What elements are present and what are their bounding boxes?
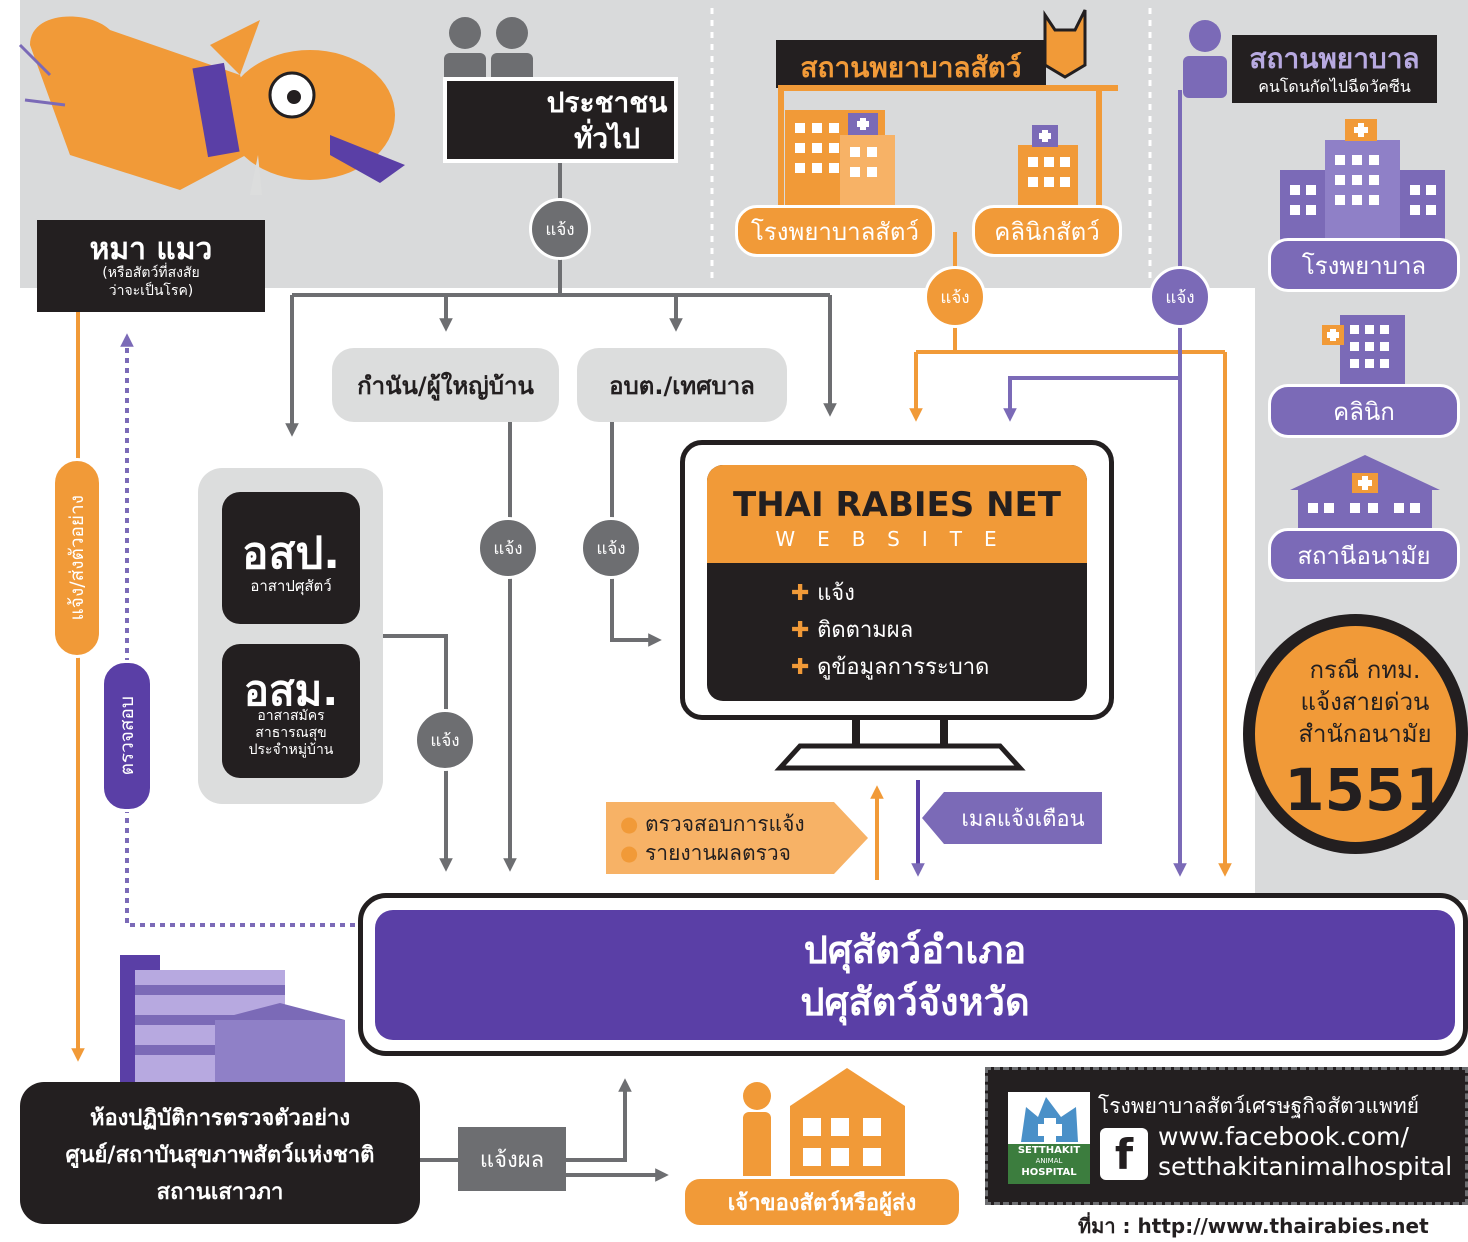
lab-building-icon — [120, 955, 345, 1085]
website-feature-item: ✚ แจ้ง — [791, 581, 855, 606]
report-badge-volunteer: แจ้ง — [414, 709, 476, 771]
email-alert-label: เมลแจ้งเตือน — [961, 806, 1085, 832]
website-feature-item: ✚ ดูข้อมูลการระบาด — [791, 655, 990, 680]
email-alert-box: เมลแจ้งเตือน — [922, 792, 1102, 844]
verify-item-1: ● ตรวจสอบการแจ้ง — [620, 812, 805, 836]
logo-text-3: ANIMAL — [1035, 1157, 1063, 1165]
facebook-icon: f — [1100, 1128, 1148, 1180]
oso-mo-abbr: อสม. — [243, 666, 339, 715]
bkk-line2: แจ้งสายด่วน — [1300, 688, 1430, 716]
report-result-label: แจ้งผล — [458, 1127, 566, 1191]
verify-item-2: ● รายงานผลตรวจ — [620, 841, 791, 865]
animal-box: หมา แมว (หรือสัตว์ที่สงสัย ว่าจะเป็นโรค) — [37, 220, 265, 312]
oso-mo-box: อสม. อาสาสมัคร สาธารณสุข ประจำหมู่บ้าน — [222, 644, 360, 778]
livestock-office-frame: ปศุสัตว์อำเภอ ปศุสัตว์จังหวัด — [358, 893, 1468, 1056]
animal-subtitle-line2: ว่าจะเป็นโรค) — [108, 283, 194, 299]
oso-mo-full-line2: สาธารณสุข — [255, 725, 327, 741]
logo-text-2: HOSPITAL — [1021, 1167, 1077, 1178]
report-badge-sao: แจ้ง — [580, 517, 642, 579]
oso-po-abbr: อสป. — [242, 528, 340, 579]
human-clinic-label: คลินิก — [1268, 384, 1460, 438]
credit-url-line1[interactable]: www.facebook.com/ — [1158, 1122, 1409, 1151]
livestock-line2: ปศุสัตว์จังหวัด — [800, 980, 1030, 1024]
person-icon — [1183, 20, 1227, 98]
report-badge-human: แจ้ง — [1149, 266, 1211, 328]
monitor-screen: THAI RABIES NET WEBSITE ✚ แจ้ง ✚ ติดตามผ… — [707, 465, 1087, 701]
credit-box: SETTHAKIT ANIMAL HOSPITAL โรงพยาบาลสัตว์… — [985, 1067, 1468, 1205]
clinic-building-icon — [1322, 315, 1405, 395]
website-title: THAI RABIES NET — [733, 485, 1061, 525]
report-badge-public: แจ้ง — [529, 198, 591, 260]
oso-po-full: อาสาปศุสัตว์ — [250, 577, 332, 595]
dog-cat-logo-icon — [1021, 1097, 1078, 1142]
public-line2: ทั่วไป — [573, 122, 641, 155]
plus-icon: ✚ — [791, 618, 818, 643]
website-header: THAI RABIES NET WEBSITE — [707, 465, 1087, 563]
sao-box: อบต./เทศบาล — [577, 348, 787, 422]
dog-silhouette-icon — [1043, 9, 1087, 79]
health-station-label: สถานีอนามัย — [1268, 528, 1460, 582]
vet-hospital-label: โรงพยาบาลสัตว์ — [735, 205, 935, 257]
credit-hospital-name: โรงพยาบาลสัตว์เศรษฐกิจสัตวแพทย์ — [1098, 1094, 1419, 1118]
bkk-line3: สำนักอนามัย — [1298, 720, 1432, 748]
report-send-sample-label: แจ้ง/ส่งตัวอย่าง — [52, 458, 102, 658]
hospital-building-icon — [1280, 119, 1445, 250]
oso-po-box: อสป. อาสาปศุสัตว์ — [222, 492, 360, 624]
human-group-title: สถานพยาบาล — [1249, 42, 1420, 75]
animal-subtitle-line1: (หรือสัตว์ที่สงสัย — [102, 265, 200, 281]
website-feature-item: ✚ ติดตามผล — [791, 618, 914, 643]
rabid-dog-icon — [18, 16, 405, 195]
report-badge-vet: แจ้ง — [924, 266, 986, 328]
credit-url-line2[interactable]: setthakitanimalhospital — [1158, 1152, 1453, 1181]
human-group-title-box: สถานพยาบาล คนโดนกัดไปฉีดวัคซีน — [1232, 35, 1437, 103]
public-box: ประชาชน ทั่วไป — [443, 77, 678, 163]
source-text[interactable]: ที่มา : http://www.thairabies.net — [1078, 1214, 1429, 1238]
inspect-label: ตรวจสอบ — [101, 660, 153, 812]
vet-clinic-label: คลินิกสัตว์ — [972, 205, 1122, 257]
livestock-office-box: ปศุสัตว์อำเภอ ปศุสัตว์จังหวัด — [375, 910, 1455, 1040]
owner-house-icon — [743, 1068, 905, 1183]
human-group-subtitle: คนโดนกัดไปฉีดวัคซีน — [1258, 77, 1411, 96]
bkk-hotline-number: 1551 — [1284, 756, 1446, 824]
lab-line2: ศูนย์/สถาบันสุขภาพสัตว์แห่งชาติ — [65, 1143, 375, 1168]
monitor-stand — [774, 718, 1026, 771]
oso-mo-full-line1: อาสาสมัคร — [257, 708, 325, 724]
lab-line1: ห้องปฏิบัติการตรวจตัวอย่าง — [89, 1106, 351, 1131]
website-features: ✚ แจ้ง ✚ ติดตามผล ✚ ดูข้อมูลการระบาด — [791, 575, 1081, 686]
vet-group-title: สถานพยาบาลสัตว์ — [800, 51, 1022, 84]
kamnan-box: กำนัน/ผู้ใหญ่บ้าน — [332, 348, 559, 422]
report-badge-kamnan: แจ้ง — [477, 517, 539, 579]
public-line1: ประชาชน — [546, 86, 668, 119]
oso-mo-full-line3: ประจำหมู่บ้าน — [248, 742, 334, 758]
plus-icon: ✚ — [791, 581, 818, 606]
monitor-icon: THAI RABIES NET WEBSITE ✚ แจ้ง ✚ ติดตามผ… — [680, 440, 1114, 720]
lab-line3: สถานเสาวภา — [156, 1180, 284, 1205]
owner-label: เจ้าของสัตว์หรือผู้ส่ง — [682, 1176, 962, 1228]
bkk-hotline-badge: กรณี กทม. แจ้งสายด่วน สำนักอนามัย 1551 — [1243, 614, 1468, 854]
animal-title: หมา แมว — [89, 232, 213, 267]
vet-group-title-box: สถานพยาบาลสัตว์ — [776, 40, 1046, 88]
health-station-icon — [1290, 455, 1440, 535]
lab-box: ห้องปฏิบัติการตรวจตัวอย่าง ศูนย์/สถาบันส… — [20, 1082, 420, 1224]
website-subtitle: WEBSITE — [775, 527, 1019, 551]
plus-icon: ✚ — [791, 655, 818, 680]
livestock-line1: ปศุสัตว์อำเภอ — [803, 928, 1027, 972]
setthakit-logo: SETTHAKIT ANIMAL HOSPITAL — [1008, 1092, 1090, 1184]
verify-box: ● ตรวจสอบการแจ้ง ● รายงานผลตรวจ — [606, 802, 868, 874]
bkk-line1: กรณี กทม. — [1309, 656, 1421, 684]
logo-text-1: SETTHAKIT — [1017, 1145, 1081, 1156]
human-hospital-label: โรงพยาบาล — [1268, 238, 1460, 292]
